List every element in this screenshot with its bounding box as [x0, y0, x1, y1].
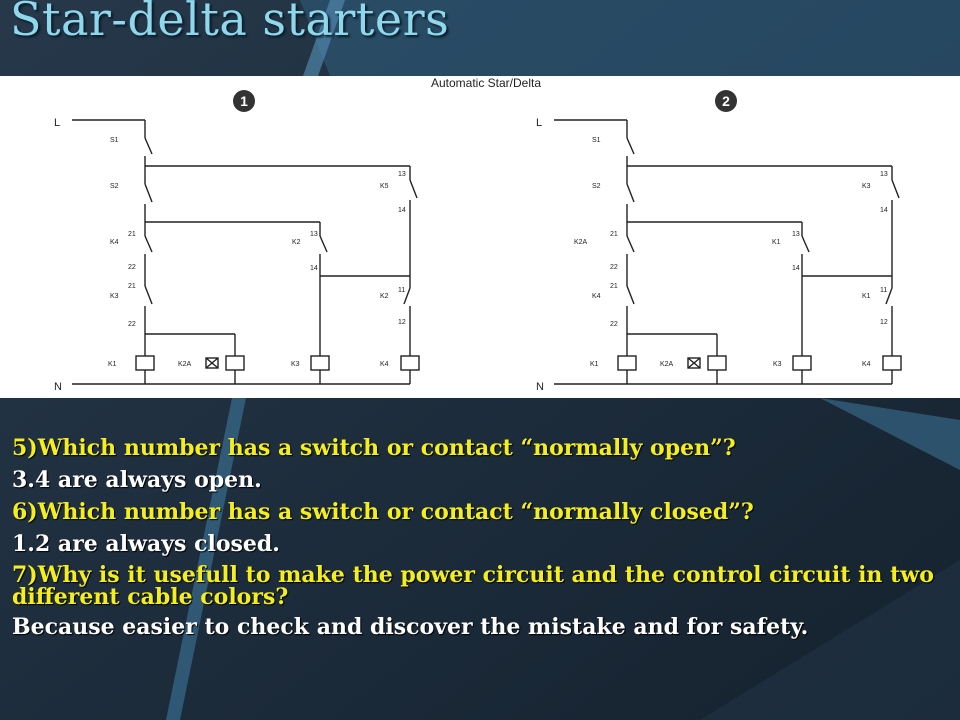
answer-6: 1.2 are always closed. — [12, 531, 280, 557]
contact-label: K2 — [380, 293, 389, 300]
terminal-label: 11 — [398, 287, 405, 294]
question-5: 5)Which number has a switch or contact “… — [12, 435, 736, 461]
circuit-variant-1: 1 — [54, 90, 420, 393]
terminal-label: 14 — [880, 207, 888, 214]
terminal-label: 14 — [398, 207, 406, 214]
terminal-label: 14 — [310, 265, 318, 272]
terminal-label: 21 — [128, 231, 136, 238]
coil-label: K3 — [773, 361, 782, 368]
terminal-label: 22 — [610, 321, 618, 328]
coil-label: K2A — [178, 361, 192, 368]
terminal-label: 13 — [792, 231, 800, 238]
terminal-label: 12 — [398, 319, 406, 326]
circuit-diagram: Automatic Star/Delta 1 — [54, 76, 902, 393]
line-label: L — [54, 117, 60, 129]
neutral-label: N — [54, 381, 62, 393]
terminal-label: 14 — [792, 265, 800, 272]
contact-label: K1 — [862, 293, 871, 300]
variant-badge-1 — [233, 90, 255, 112]
terminal-label: 21 — [610, 231, 618, 238]
question-6: 6)Which number has a switch or contact “… — [12, 499, 754, 525]
terminal-label: 13 — [398, 171, 406, 178]
terminal-label: 22 — [610, 264, 618, 271]
contact-label: K1 — [772, 239, 781, 246]
diagram-panel: Automatic Star/Delta 1 — [0, 76, 960, 398]
neutral-label: N — [536, 381, 544, 393]
answer-7: Because easier to check and discover the… — [12, 614, 809, 640]
terminal-label: 13 — [310, 231, 318, 238]
coil-label: K3 — [291, 361, 300, 368]
contact-label: K2A — [574, 239, 588, 246]
circuit-variant-2: 2 — [536, 90, 902, 393]
coil-label: K4 — [380, 361, 389, 368]
variant-number-2: 2 — [722, 93, 730, 109]
contact-label: K3 — [862, 183, 871, 190]
coil-label: K1 — [108, 361, 117, 368]
contact-label: K3 — [110, 293, 119, 300]
question-answer-list: 5)Which number has a switch or contact “… — [12, 436, 952, 647]
switch-label: S2 — [110, 183, 119, 190]
terminal-label: 22 — [128, 321, 136, 328]
contact-label: K4 — [110, 239, 119, 246]
diagram-caption: Automatic Star/Delta — [431, 76, 541, 90]
terminal-label: 12 — [880, 319, 888, 326]
terminal-label: 21 — [128, 283, 136, 290]
terminal-label: 21 — [610, 283, 618, 290]
variant-badge-2 — [715, 90, 737, 112]
terminal-label: 22 — [128, 264, 136, 271]
contact-label: K5 — [380, 183, 389, 190]
answer-5: 3.4 are always open. — [12, 467, 262, 493]
contact-label: K4 — [592, 293, 601, 300]
question-7: 7)Why is it usefull to make the power ci… — [12, 562, 934, 610]
slide-title: Star-delta starters — [10, 0, 450, 46]
coil-label: K2A — [660, 361, 674, 368]
terminal-label: 11 — [880, 287, 887, 294]
switch-label: S1 — [592, 137, 601, 144]
coil-label: K4 — [862, 361, 871, 368]
terminal-label: 13 — [880, 171, 888, 178]
contact-label: K2 — [292, 239, 301, 246]
switch-label: S2 — [592, 183, 601, 190]
coil-label: K1 — [590, 361, 599, 368]
line-label: L — [536, 117, 542, 129]
switch-label: S1 — [110, 137, 119, 144]
variant-number-1: 1 — [240, 93, 248, 109]
